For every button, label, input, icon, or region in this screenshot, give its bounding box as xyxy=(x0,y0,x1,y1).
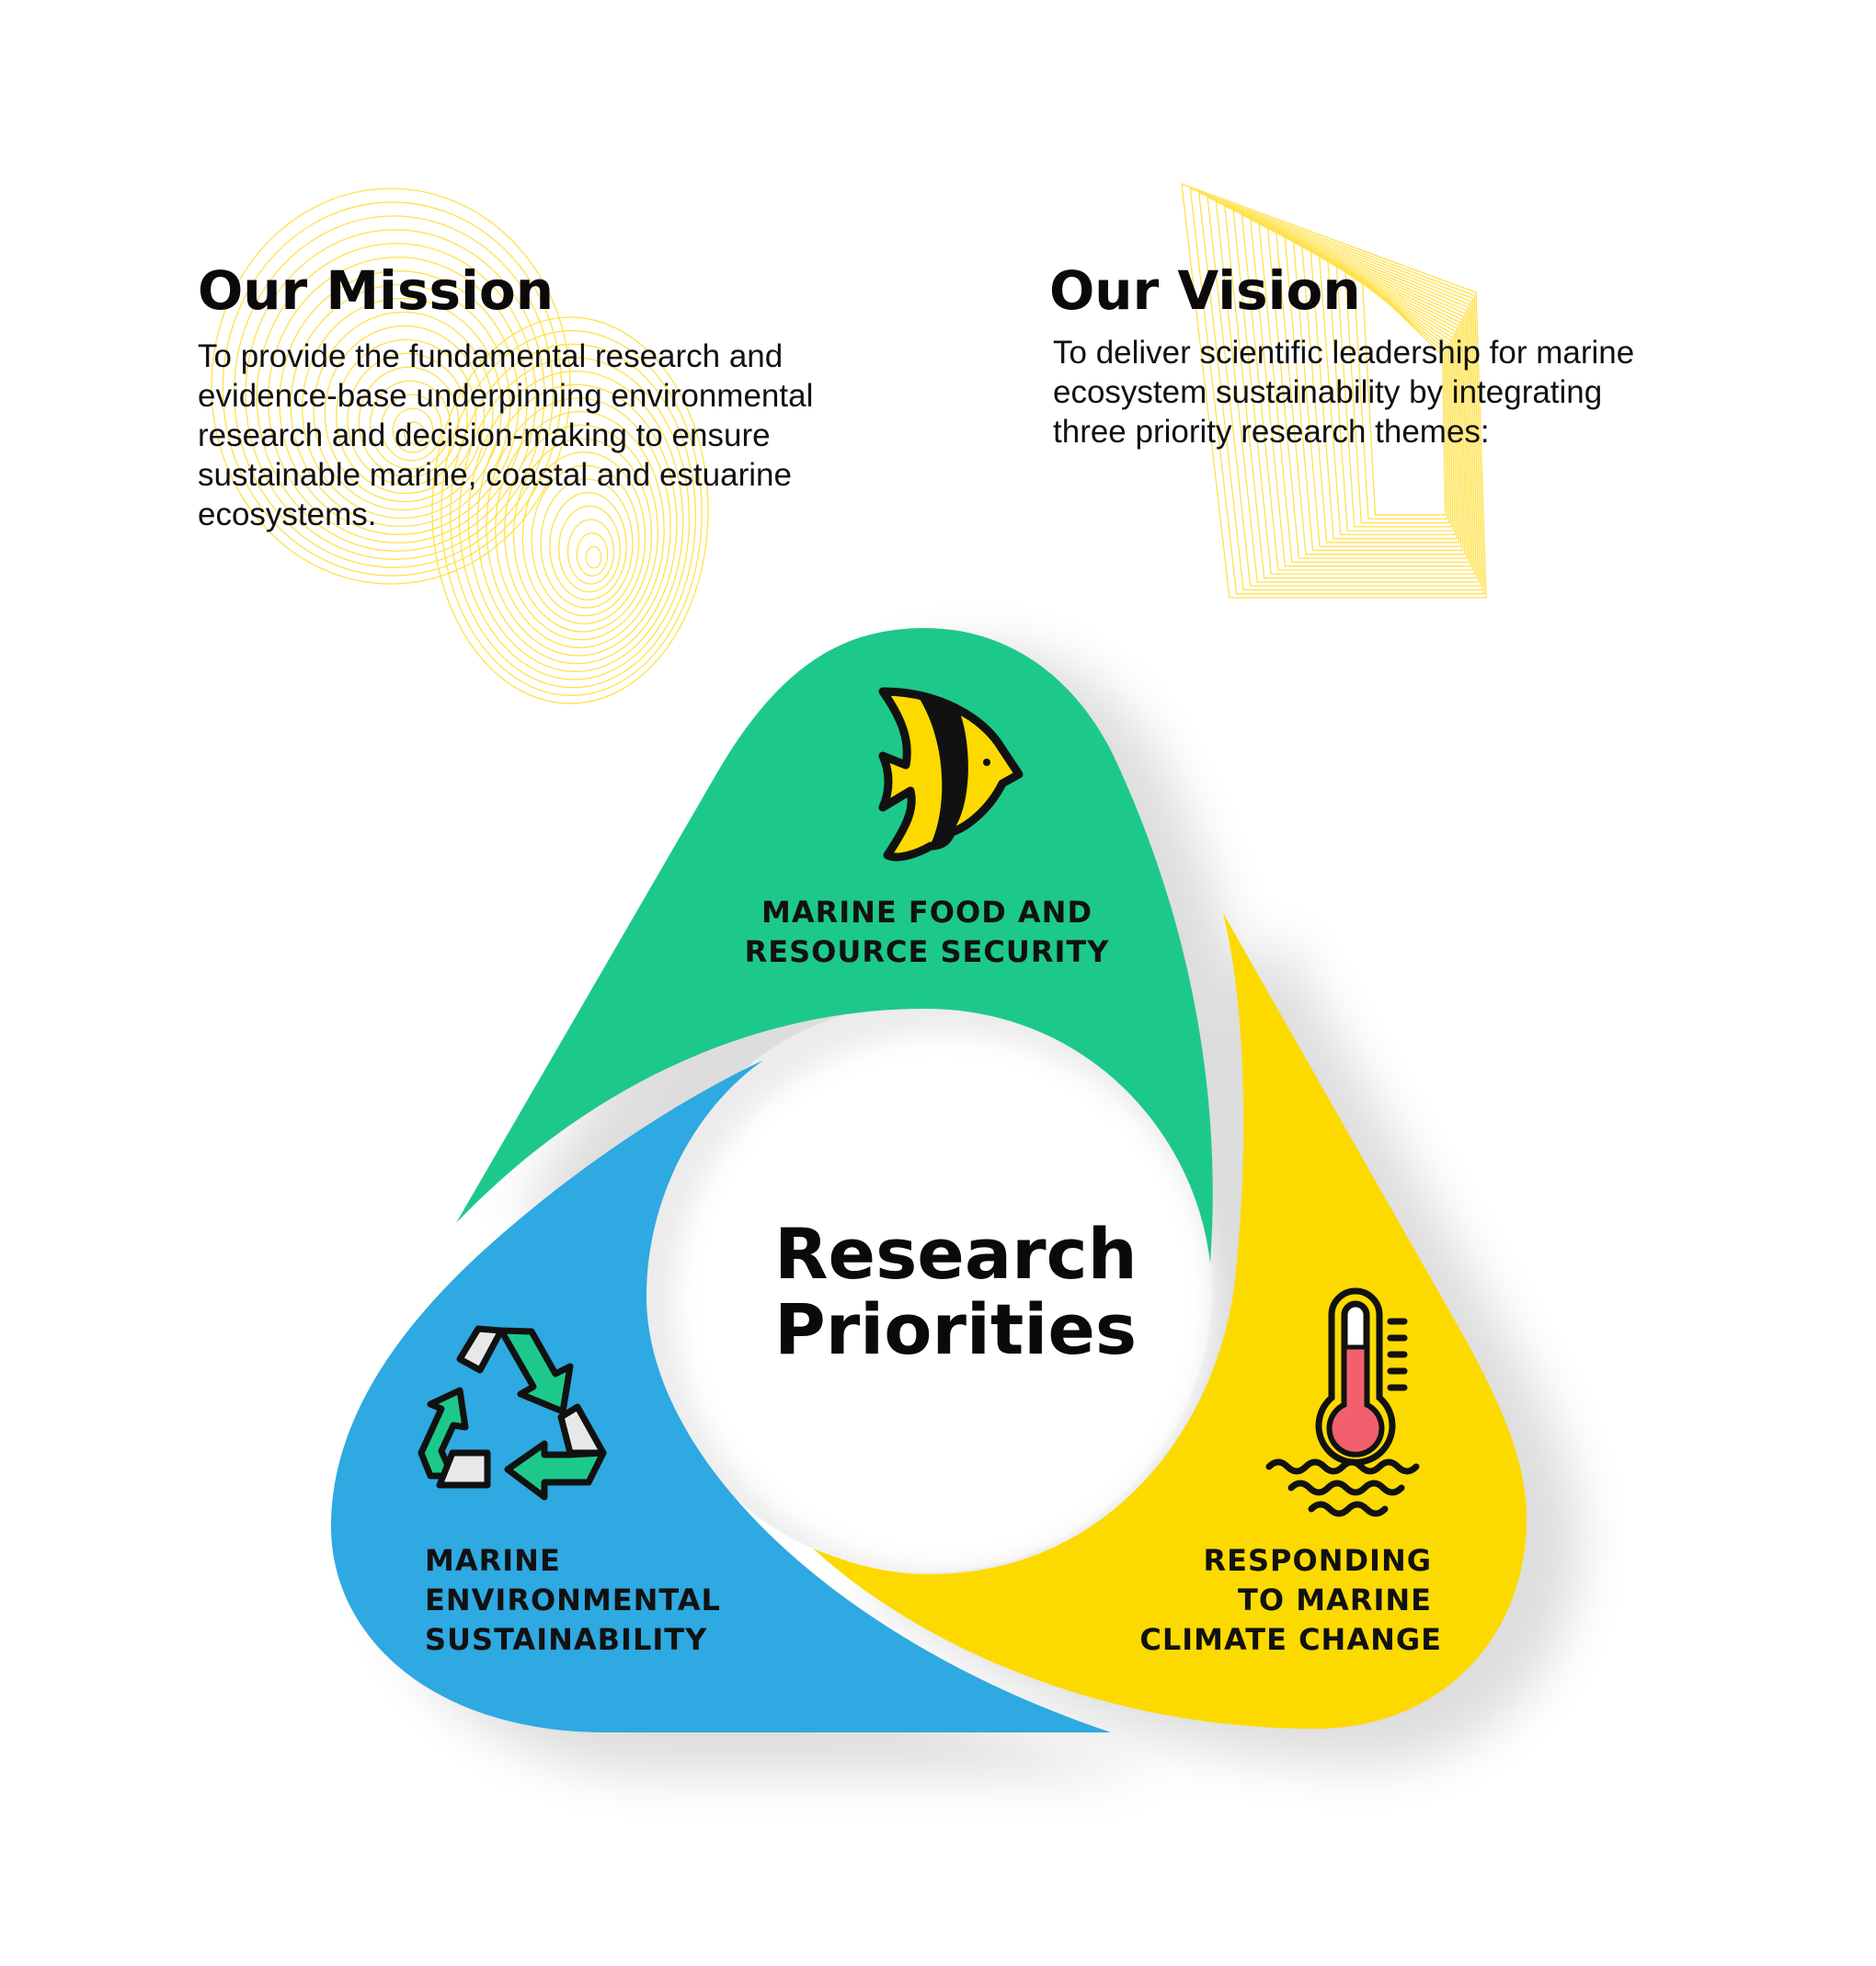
center-title-line-2: Priorities xyxy=(774,1288,1137,1370)
decor-ring xyxy=(540,478,634,609)
mission-line: To provide the fundamental research and xyxy=(198,338,784,374)
center-circle xyxy=(675,1034,1212,1571)
decor-polygon xyxy=(1310,249,1458,540)
decor-polygon xyxy=(1275,232,1466,555)
decor-polygon xyxy=(1215,200,1480,583)
decor-polygon xyxy=(1361,276,1447,516)
decor-ring xyxy=(313,311,494,511)
decor-ring xyxy=(531,464,640,617)
decor-polygon xyxy=(1301,245,1460,543)
mission-line: sustainable marine, coastal and estuarin… xyxy=(198,457,792,493)
decor-ring xyxy=(290,283,511,528)
decor-polygon xyxy=(1197,191,1483,591)
center-title-line-1: Research xyxy=(774,1213,1138,1295)
recycle-icon xyxy=(418,1325,607,1501)
mission-text: To provide the fundamental research and … xyxy=(198,337,813,534)
blue-lobe xyxy=(331,1060,1111,1732)
theme-food-label-line-1: MARINE FOOD AND xyxy=(761,895,1092,930)
decor-ring xyxy=(336,338,476,495)
theme-food-label-line-2: RESOURCE SECURITY xyxy=(745,934,1110,969)
decor-ring xyxy=(347,352,468,486)
decor-ring xyxy=(440,330,703,696)
decor-ring xyxy=(324,325,486,503)
theme-environment-label-line-1: MARINE xyxy=(425,1543,561,1578)
theme-environment-label-line-3: SUSTAINABILITY xyxy=(425,1622,707,1657)
theme-climate-label-line-3: CLIMATE CHANGE xyxy=(1139,1622,1442,1657)
decor-polygon xyxy=(1189,187,1485,595)
decor-polygon xyxy=(1258,223,1470,564)
decor-polygon xyxy=(1344,267,1450,524)
theme-climate-label-line-1: RESPONDING xyxy=(1204,1543,1433,1578)
decor-polygon xyxy=(1223,205,1478,579)
fish-icon xyxy=(878,687,1024,862)
decor-ring xyxy=(302,297,502,520)
decor-ring xyxy=(476,383,678,665)
decor-ring xyxy=(211,188,571,585)
decor-ring xyxy=(486,397,671,657)
decor-ring xyxy=(234,215,554,568)
mission-title: Our Mission xyxy=(198,259,555,322)
decor-ring xyxy=(268,257,528,543)
thermometer-water-icon xyxy=(1265,1287,1420,1517)
decor-polygon xyxy=(1327,258,1454,532)
decor-ring xyxy=(521,451,646,624)
vision-line: ecosystem sustainability by integrating xyxy=(1053,374,1603,410)
green-lobe xyxy=(456,628,1213,1263)
decor-ring xyxy=(576,532,609,577)
vision-line: To deliver scientific leadership for mar… xyxy=(1053,335,1635,371)
decor-polygon xyxy=(1284,236,1464,552)
decor-ring xyxy=(279,270,520,535)
decor-polygon xyxy=(1335,262,1452,528)
mission-decorative-rings xyxy=(211,188,709,704)
vision-text: To deliver scientific leadership for mar… xyxy=(1053,333,1634,451)
decor-polygon xyxy=(1250,218,1471,567)
theme-environment-label-line-2: ENVIRONMENTAL xyxy=(425,1583,721,1617)
decor-ring xyxy=(558,505,621,593)
vision-title: Our Vision xyxy=(1049,259,1361,322)
decor-polygon xyxy=(1318,254,1456,536)
decor-ring xyxy=(512,438,653,633)
decor-ring xyxy=(566,519,615,585)
decor-ring xyxy=(585,545,602,569)
mission-line: research and decision-making to ensure xyxy=(198,417,771,453)
decor-ring xyxy=(495,411,665,648)
mission-line: evidence-base underpinning environmental xyxy=(198,378,814,414)
theme-climate-label-line-2: TO MARINE xyxy=(1238,1583,1432,1617)
decor-ring xyxy=(450,343,696,689)
decor-polygon xyxy=(1232,210,1476,575)
decor-ring xyxy=(504,424,658,641)
decor-ring xyxy=(431,316,709,704)
decor-ring xyxy=(381,394,442,462)
decor-polygon xyxy=(1266,227,1468,559)
decor-ring xyxy=(245,229,545,560)
decor-ring xyxy=(467,371,684,672)
decor-ring xyxy=(222,201,563,577)
decor-ring xyxy=(392,407,434,453)
decor-polygon xyxy=(1241,213,1473,571)
decor-ring xyxy=(458,357,691,680)
yellow-lobe xyxy=(813,913,1527,1729)
mission-line: ecosystems. xyxy=(198,497,377,532)
decor-polygon xyxy=(1181,183,1487,599)
vision-decorative-polygons xyxy=(1181,183,1487,599)
decor-polygon xyxy=(1292,240,1462,547)
vision-line: three priority research themes: xyxy=(1053,414,1490,450)
decor-polygon xyxy=(1353,271,1448,520)
decor-polygon xyxy=(1207,196,1481,587)
decor-ring xyxy=(404,421,425,445)
decor-ring xyxy=(549,492,627,600)
decor-ring xyxy=(370,380,451,470)
